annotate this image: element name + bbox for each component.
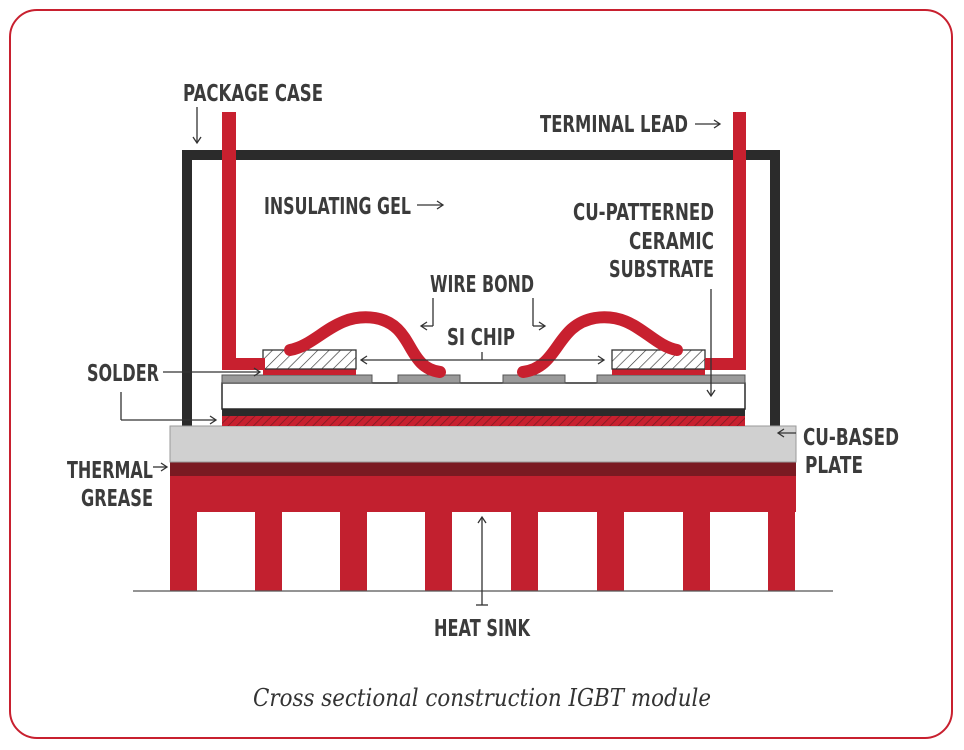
label-cu-patterned-line3: SUBSTRATE [609,257,714,283]
si-chip-left [262,349,357,370]
border-frame [9,9,953,739]
wire-bond-right [517,311,683,378]
label-cu-patterned-line1: CU-PATTERNED [573,200,714,226]
label-cu-based-line2: PLATE [805,453,863,479]
chip-solder-right [612,369,705,375]
label-thermal-grease-line2: GREASE [81,486,153,512]
bottom-solder-layer [222,416,745,426]
terminal-lead-right [705,112,746,370]
label-solder: SOLDER [87,361,159,387]
label-cu-based-line1: CU-BASED [803,425,899,451]
label-heat-sink: HEAT SINK [434,616,531,642]
label-thermal-grease-line1: THERMAL [67,458,153,484]
ceramic-substrate [221,382,746,416]
leader-lines [120,107,796,606]
wire-bond-left [284,311,446,378]
terminal-lead-left [222,112,265,370]
si-chip-right [611,349,706,370]
cu-pattern-pads [221,374,746,384]
cu-based-plate [169,425,797,463]
heat-sink [170,476,796,591]
caption: Cross sectional construction IGBT module [253,684,711,712]
chip-solder-left [263,369,356,375]
label-terminal-lead: TERMINAL LEAD [540,112,688,138]
label-wire-bond: WIRE BOND [430,272,534,298]
label-cu-patterned-line2: CERAMIC [629,229,714,255]
label-package-case: PACKAGE CASE [183,81,323,107]
label-insulating-gel: INSULATING GEL [264,194,411,220]
label-si-chip: SI CHIP [447,325,515,351]
thermal-grease-layer [170,462,796,476]
